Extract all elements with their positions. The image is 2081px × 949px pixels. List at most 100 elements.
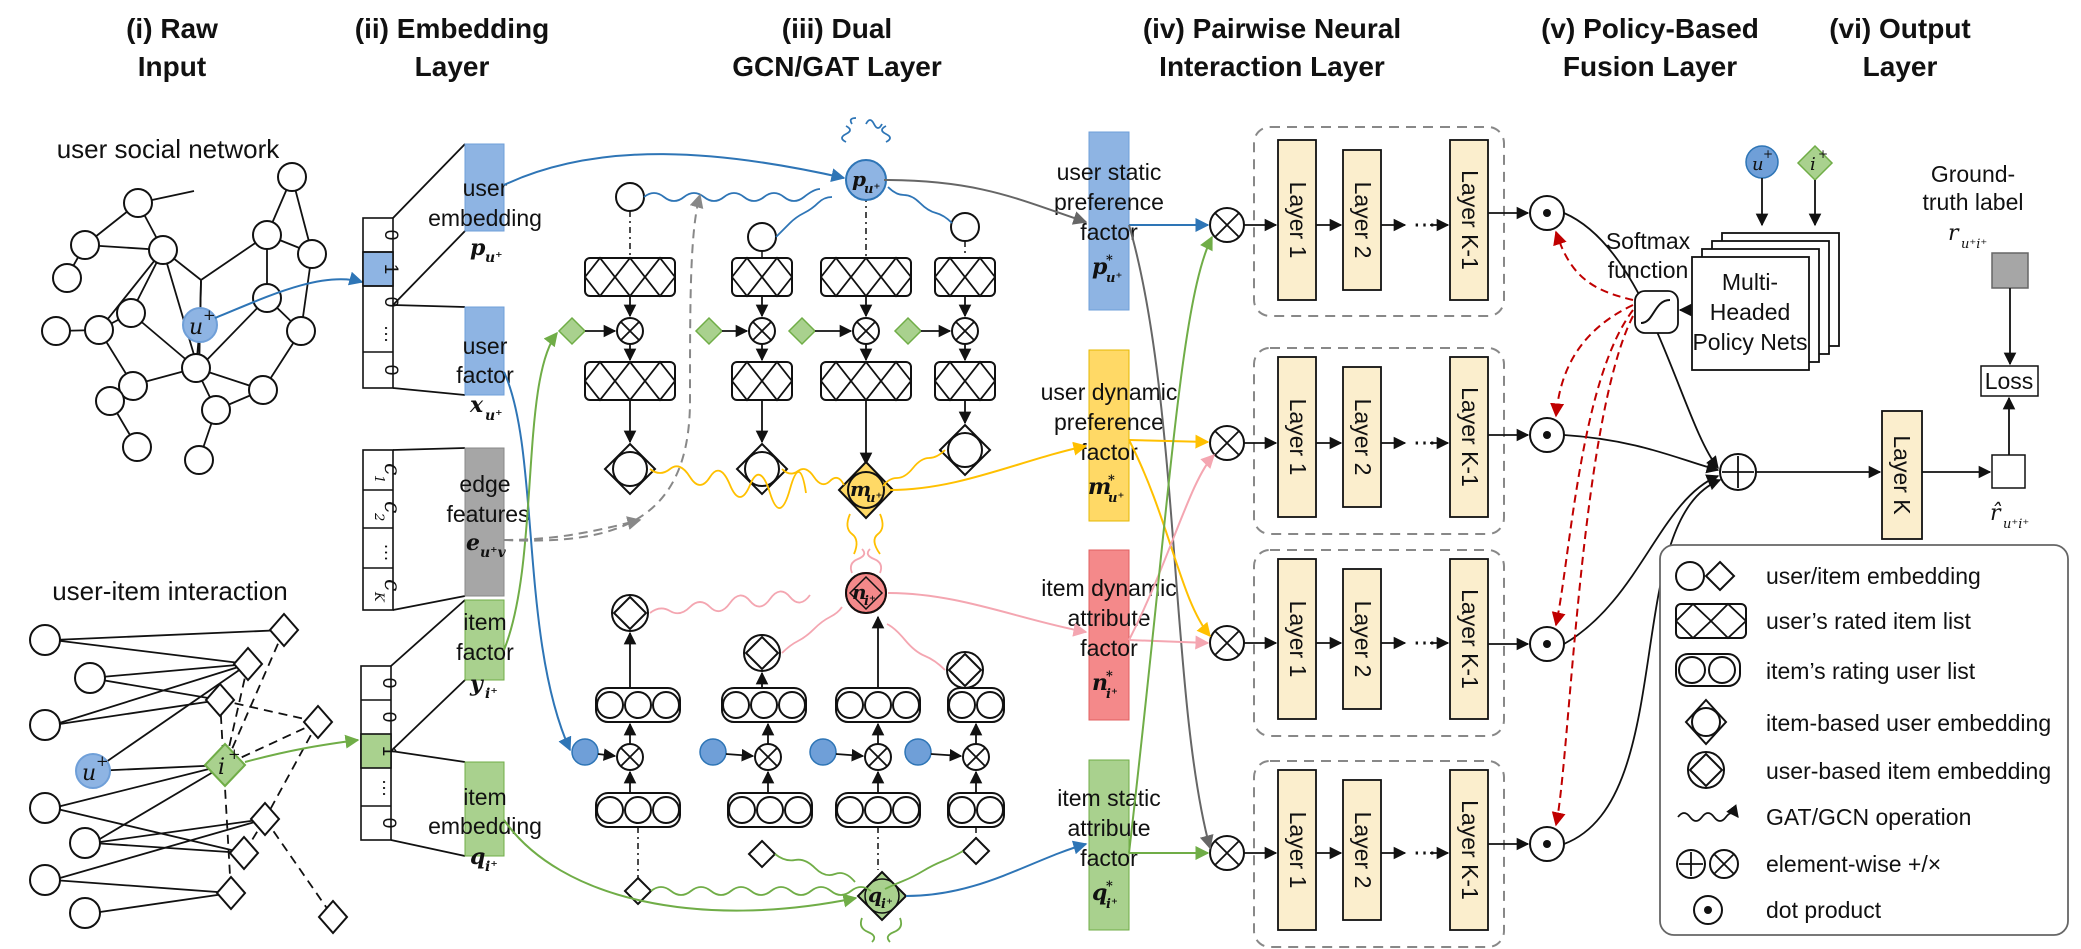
svg-text:element-wise +/×: element-wise +/× [1766,851,1941,877]
interaction-user-node [75,753,111,789]
user-factor-symbol: x [469,392,484,418]
svg-text:⋯: ⋯ [1413,629,1436,655]
header-dual-gcn-2: GCN/GAT Layer [732,51,942,82]
item-embedding-label-1: item [463,784,506,810]
header-output-1: (vi) Output [1829,13,1971,44]
interaction-to-onehot-arrow [244,734,360,763]
dual-gcn-layer: p u⁺ m u⁺ [503,117,1005,943]
p-node: p u⁺ [841,117,891,201]
svg-text:u⁺: u⁺ [1106,271,1122,286]
user-embedding-symbol: p [470,235,486,261]
policy-weight-arrows [1550,230,1634,827]
ground-truth-box [1991,252,2029,289]
user-static-factor-bar [1088,131,1130,311]
svg-text:Softmax: Softmax [1606,228,1691,254]
item-embedding-label-2: embedding [428,813,542,839]
svg-text:Layer 2: Layer 2 [1350,812,1376,889]
svg-text:u⁺: u⁺ [864,182,880,197]
svg-text:Headed: Headed [1710,299,1791,325]
rating-user-lists-upper [595,687,1005,723]
rated-item-lists-upper [584,256,996,298]
svg-text:m: m [850,477,871,501]
svg-text:*: * [1106,669,1113,684]
svg-text:u⁺: u⁺ [485,408,503,424]
legend-item-based-user-icon [1684,698,1728,746]
n-node: n i⁺ [845,572,887,614]
item-one-hot-vector: 0 0 1 … 0 [360,665,399,841]
svg-text:i: i [1810,154,1816,175]
legend-elementwise-icon [1676,849,1739,879]
svg-text:u⁺: u⁺ [1108,491,1124,506]
layer-k-box [1881,410,1923,540]
pairwise-product-nodes [1209,207,1245,871]
svg-text:c: c [379,579,404,591]
svg-text:user dynamic: user dynamic [1041,379,1178,405]
svg-text:u⁺: u⁺ [866,491,882,506]
svg-text:0: 0 [380,365,401,376]
svg-text:r: r [1948,221,1960,246]
header-output-2: Layer [1863,51,1938,82]
legend-rating-user-list-icon [1675,653,1741,687]
svg-text:2: 2 [371,512,386,521]
user-embedding-bar [464,143,505,232]
social-network-graph: user social network [41,134,327,475]
mlp-block-2: ⋯ Layer 1 Layer 2 Layer K-1 [1244,347,1505,535]
svg-text:user’s rated item list: user’s rated item list [1766,608,1972,634]
legend-gat-wavy-icon [1677,804,1739,822]
user-branch: p u⁺ m u⁺ [557,117,996,555]
loss-box [1980,365,2039,397]
svg-text:i⁺: i⁺ [1106,897,1118,912]
mlp-block-1: ⋯ Layer 1 Layer 2 Layer K-1 [1244,126,1505,317]
header-embedding-1: (ii) Embedding [355,13,549,44]
svg-text:Loss: Loss [1985,368,2034,394]
svg-text:⋯: ⋯ [1413,429,1436,455]
svg-text:*: * [1108,473,1115,488]
dot-product-nodes [1529,195,1565,862]
legend-rated-item-list-icon [1675,602,1747,640]
svg-text:r̂: r̂ [1990,501,2002,526]
svg-text:function: function [1608,257,1689,283]
user-dynamic-factor-bar [1088,349,1130,522]
pairwise-interaction-layer: ⋯ Layer 1 Layer 2 Layer K-1 ⋯ Layer 1 La… [1128,126,1505,948]
svg-text:user-based item embedding: user-based item embedding [1766,758,2051,784]
edge-features-bar [464,447,505,597]
output-layer: Ground- truth label r u⁺i⁺ Loss Layer K … [1756,161,2039,540]
svg-text:i⁺: i⁺ [485,859,498,875]
svg-text:q: q [1092,880,1107,906]
header-policy-2: Fusion Layer [1563,51,1737,82]
item-factor-diamonds-upper [557,316,923,346]
svg-text:+: + [96,752,109,770]
item-factor-symbol: y [469,671,485,697]
header-raw-input-1: (i) Raw [126,13,218,44]
sum-node [1719,453,1757,491]
embedding-to-q-arrow [503,819,858,912]
svg-text:K: K [371,591,386,603]
legend-embedding-icon [1675,560,1736,592]
user-factor-bar [464,306,505,396]
svg-text:n: n [1092,670,1108,696]
user-embedding-label-2: embedding [428,205,542,231]
svg-text:+: + [228,745,241,763]
svg-text:user/item embedding: user/item embedding [1766,563,1981,589]
svg-text:0: 0 [380,230,401,241]
embedding-layer: 0 1 0 … 0 c c … c 1 2 K 0 0 1 [360,143,542,875]
rating-user-lists-lower [595,792,1005,828]
svg-text:factor: factor [1080,439,1138,465]
svg-text:item-based user embedding: item-based user embedding [1766,710,2051,736]
item-based-user-embeddings [603,423,992,496]
svg-text:+: + [1818,147,1828,161]
elementwise-product-nodes-upper [616,317,979,345]
svg-text:Layer 1: Layer 1 [1285,601,1311,678]
svg-text:truth label: truth label [1922,189,2023,215]
svg-text:m: m [1088,474,1111,500]
user-embedding-label-1: user [463,175,508,201]
svg-text:user static: user static [1057,159,1162,185]
elementwise-product-nodes-lower [616,743,990,771]
svg-text:0: 0 [378,818,399,829]
embedding-to-p-arrow [503,153,846,186]
svg-text:u: u [1752,154,1764,175]
item-factor-to-branch-arrow [503,331,558,651]
svg-text:Layer K-1: Layer K-1 [1457,589,1483,689]
user-factor-label-1: user [463,333,508,359]
item-embedding-bar [464,761,505,857]
